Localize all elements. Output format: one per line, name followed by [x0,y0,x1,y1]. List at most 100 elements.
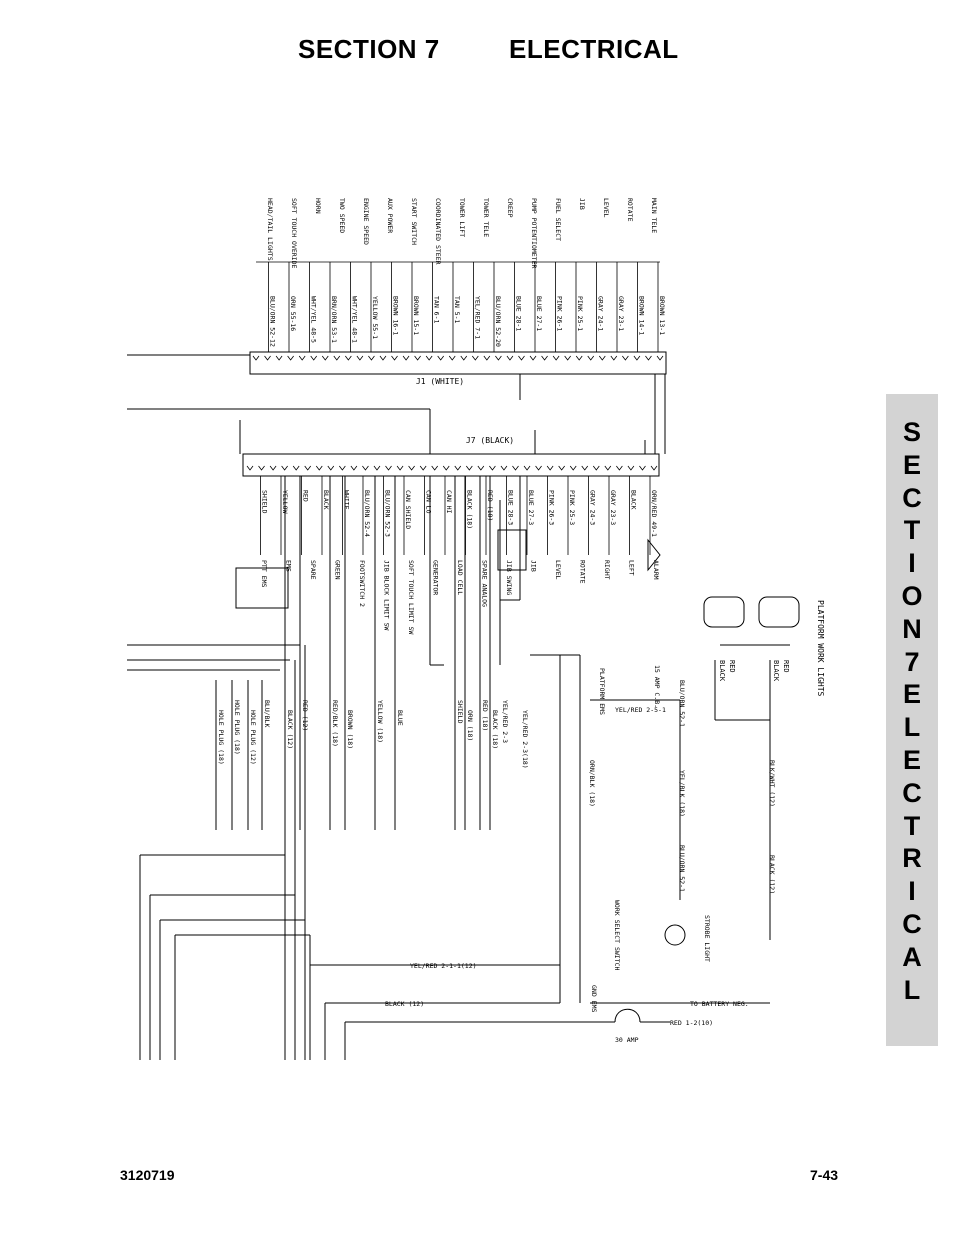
j7-wire-label: CAN HI [445,490,453,514]
j1-pin [391,355,398,361]
power-label: ORN/BLK (18) [588,760,596,807]
j7-pin [627,465,635,471]
j7-device-label: LEFT [628,560,636,576]
harness-wire-label: YEL/RED 2-3(18) [521,710,529,769]
power-label: BLU/ORN 52-1 [678,680,686,727]
j1-pin [483,355,491,361]
j7-pin [281,465,288,471]
j7-label: J7 (BLACK) [466,436,514,445]
j1-pin [495,355,502,361]
harness-wire-label: BLACK (18) [491,710,499,749]
j7-device-label: LOAD CELL [456,560,464,595]
j7-device-label: RIGHT [603,560,611,580]
j1-wire-label: TAN 6-1 [433,296,441,323]
j1-pin [414,355,421,361]
harness-wire-label: BLACK (12) [286,710,294,749]
j1-wire-label: YELLOW 55-1 [371,296,379,339]
j1-function-label: ENGINE SPEED [362,198,370,245]
power-label: BLK/WHT (12) [768,760,776,807]
j7-pin [546,465,554,471]
j1-pin [264,355,271,361]
j1-pin [575,355,583,361]
j1-wire-label: TAN 5-1 [453,296,461,323]
j1-pin [471,355,479,361]
j1-function-label: MAIN TELE [650,198,658,233]
j1-label: J1 (WHITE) [416,377,464,386]
j1-wire-label: BLUE 27-1 [535,296,543,331]
harness-wire-label: BLUE [396,710,404,726]
light-wire-label: BLACK [718,660,726,682]
power-label: WORK SELECT SWITCH [613,900,621,971]
j1-function-label: AUX POWER [386,198,394,233]
j7-device-label: GENERATOR [432,560,440,595]
j7-pin [373,465,381,471]
power-label: YEL/RED 2-5-1 [615,706,666,714]
j1-function-label: HEAD/TAIL LIGHTS [266,198,274,261]
j7-pin [465,465,473,471]
side-tab-letter: R [902,843,922,874]
j1-pin [598,355,606,361]
j1-function-label: TOWER TELE [482,198,490,237]
harness-wire-label: RED/BLK (18) [331,700,339,747]
j7-pin [477,465,485,471]
side-tab-letter: C [902,482,922,513]
j7-device-label: JIB SWING [505,560,513,595]
side-tab-letter: E [902,679,921,710]
j1-function-label: HORN [314,198,322,214]
j7-pin [442,465,450,471]
light-wire-label: BLACK [772,660,780,682]
power-label: 15 AMP C.B. [653,665,661,708]
connector-j1 [249,351,667,375]
side-tab-letter: T [903,515,921,546]
j7-device-label: SOFT TOUCH LIMIT SW [407,560,415,634]
j7-wire-label: PINK 26-3 [548,490,556,525]
j1-pin [645,355,652,361]
j1-wire-label: BROWN 15-1 [412,296,420,335]
j1-function-label: COORDINATED STEER [434,198,442,265]
j1-function-label: ROTATE [626,198,634,222]
side-tab-letter: A [902,941,922,972]
j7-pin [315,465,323,471]
power-label: BLU/ORN 52-1 [678,845,686,892]
j1-pin [298,355,306,361]
j1-wire-label: YEL/RED 7-1 [474,296,482,339]
j7-pin [362,465,369,471]
side-tab-letter: C [902,777,922,808]
j7-wire-label: WHITE [343,490,351,510]
j1-function-label: START SWITCH [410,198,418,245]
j7-device-label: SPARE [309,560,317,580]
j1-wire-label: WHT/YEL 48-5 [310,296,318,343]
harness-wire-label: RED (18) [481,700,489,731]
harness-wire-label: YEL/RED 2-3 [501,700,509,743]
j7-wire-label: BLU/ORN 52-3 [384,490,392,537]
side-tab-letter: L [903,974,921,1005]
j1-wire-label: BLU/ORN 52-20 [494,296,502,347]
j7-wire-label: CAN SHIELD [404,490,412,529]
side-tab-letter: I [908,548,916,579]
j1-wire-label: BROWN 13-1 [658,296,666,335]
j1-wire-label: PINK 26-1 [556,296,564,331]
j1-pin [379,355,387,361]
harness-wire-label: HOLE PLUG (12) [249,710,257,765]
j1-wire-label: BRN/ORN 53-1 [330,296,338,343]
alarm [647,538,661,572]
j7-wire-label: CAN LO [425,490,433,514]
j1-wire-label: PINK 25-1 [576,296,584,331]
j1-wire-label: BLUE 28-1 [515,296,523,331]
j1-wire-label: ORN 55-16 [289,296,297,331]
j1-pin [529,355,537,361]
j7-pin [269,465,277,471]
connector-j7 [242,453,660,477]
j7-pin [385,465,392,471]
j7-wire-label: RED [302,490,310,502]
j1-pin [656,355,664,361]
j7-device-label: SPARE ANALOG [481,560,489,607]
j1-pin [460,355,468,361]
j1-pin [633,355,641,361]
j7-pin [408,465,415,471]
j7-wire-label: YELLOW [281,490,289,514]
j7-pin [304,465,312,471]
power-label: BLACK (12) [768,855,776,894]
